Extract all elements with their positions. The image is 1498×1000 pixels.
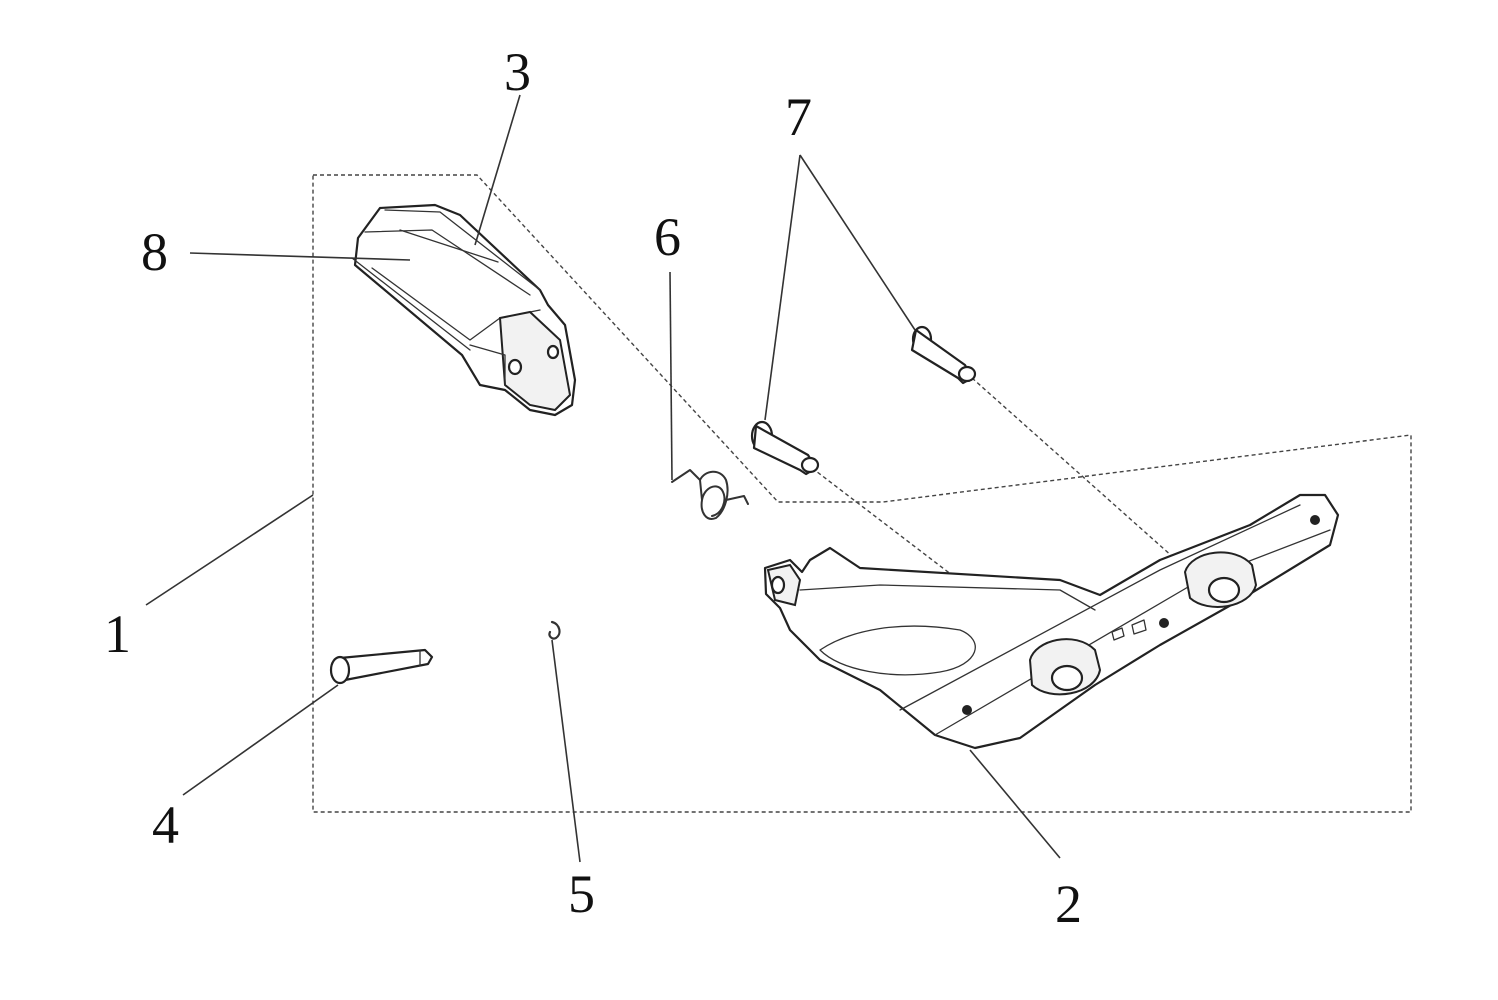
torsion-spring xyxy=(671,469,749,520)
flange-bolt-lower xyxy=(750,420,820,476)
leader-5 xyxy=(551,639,581,863)
leader-7a xyxy=(764,154,801,421)
leader-7b xyxy=(799,154,916,331)
callout-8: 8 xyxy=(141,222,168,282)
leader-3 xyxy=(474,94,521,246)
leader-6 xyxy=(669,271,673,481)
bolt-assembly-line-lower xyxy=(811,467,1051,651)
leader-2 xyxy=(969,749,1061,859)
callout-1: 1 xyxy=(104,604,131,664)
callout-2: 2 xyxy=(1055,874,1082,934)
callout-4: 4 xyxy=(152,795,179,855)
callout-7: 7 xyxy=(785,87,812,147)
leader-4 xyxy=(182,684,339,796)
leader-1 xyxy=(145,494,314,606)
assembly-boundary xyxy=(312,174,1412,813)
callout-6: 6 xyxy=(654,207,681,267)
footrest-bracket xyxy=(763,493,1340,750)
flange-bolt-upper xyxy=(910,325,977,385)
leader-8 xyxy=(189,252,411,261)
pivot-pin xyxy=(329,648,434,685)
callout-5: 5 xyxy=(568,864,595,924)
retaining-clip xyxy=(548,620,561,640)
callout-3: 3 xyxy=(504,42,531,102)
footrest-pad xyxy=(351,203,577,417)
